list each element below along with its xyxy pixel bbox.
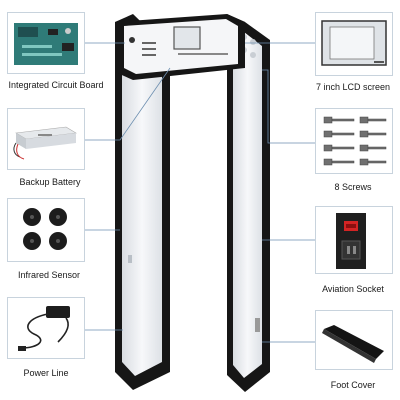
foot-cover-icon — [322, 325, 384, 363]
leader-screws — [262, 69, 315, 144]
left-pillar — [115, 14, 170, 390]
power-line-icon — [18, 306, 70, 351]
part-label-foot: Foot Cover — [330, 380, 376, 390]
leader-battery — [85, 67, 171, 141]
circuit-board-icon — [14, 23, 78, 65]
part-box-circuit — [7, 12, 85, 74]
part-box-power — [7, 297, 85, 359]
part-box-lcd — [315, 12, 393, 76]
battery-icon — [13, 126, 77, 160]
part-label-screws: 8 Screws — [334, 182, 372, 192]
part-box-socket — [315, 206, 393, 274]
part-label-socket: Aviation Socket — [322, 284, 384, 294]
part-label-lcd: 7 inch LCD screen — [315, 82, 391, 92]
infrared-sensor-icon — [23, 208, 67, 250]
part-label-power: Power Line — [23, 368, 69, 378]
screws-icon — [323, 116, 387, 166]
part-label-battery: Backup Battery — [19, 177, 81, 187]
top-crossbar — [115, 14, 245, 80]
aviation-socket-icon — [336, 213, 366, 269]
part-box-sensor — [7, 198, 85, 262]
logo-icon — [129, 37, 135, 43]
right-pillar — [227, 14, 270, 392]
part-box-battery — [7, 108, 85, 170]
leader-lines — [85, 42, 315, 343]
part-label-circuit: Integrated Circuit Board — [8, 80, 104, 90]
crossbar-lcd-screen — [173, 26, 201, 50]
part-box-foot — [315, 310, 393, 370]
part-box-screws — [315, 108, 393, 174]
part-label-sensor: Infrared Sensor — [17, 270, 81, 280]
lcd-screen-icon — [321, 20, 387, 66]
